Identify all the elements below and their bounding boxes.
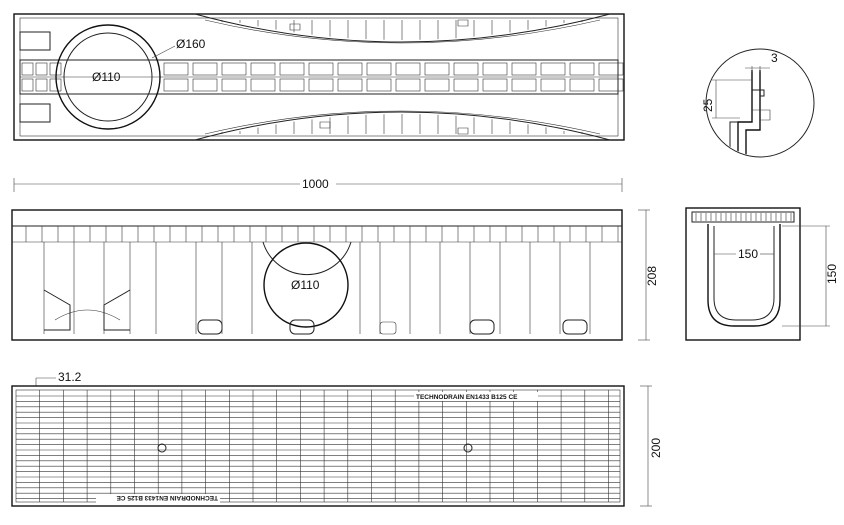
rib-cell (424, 78, 450, 92)
inner-width-label: 150 (738, 247, 758, 261)
rib-cell (21, 78, 34, 92)
detail-depth-label: 25 (701, 98, 715, 112)
end-grate-teeth (695, 213, 792, 221)
rib-cell (511, 62, 537, 76)
rib-cell (569, 78, 595, 92)
rib-cell (569, 62, 595, 76)
rib-cell (21, 62, 34, 76)
rib-cell (598, 78, 624, 92)
top-rib-cells (21, 20, 624, 134)
height-label: 208 (645, 266, 659, 286)
top-view: Ø160 Ø110 (13, 13, 625, 141)
rib-cell (337, 62, 363, 76)
grate-marking-bottom: TECHNODRAIN EN1433 B125 CE (116, 494, 218, 501)
rib-cell (192, 78, 218, 92)
rib-cell (511, 78, 537, 92)
rib-cell (192, 62, 218, 76)
side-view: Ø110 208 (11, 209, 659, 341)
rib-cell (395, 62, 421, 76)
rib-cell (395, 78, 421, 92)
rib-cell (366, 62, 392, 76)
lip-detail: 3 25 (701, 48, 815, 158)
rib-cell (482, 62, 508, 76)
rib-cell (163, 62, 189, 76)
grate-view: 31.2 TECHNODRAIN EN1433 B125 CE TECHNODR… (11, 370, 663, 507)
length-dimension: 1000 (13, 177, 623, 192)
inner-circle (63, 32, 153, 122)
rib-cell (279, 62, 305, 76)
rib-cell (424, 62, 450, 76)
grate-bolt-right (463, 443, 473, 453)
inner-diameter-side-label: Ø110 (291, 278, 320, 292)
rib-cell (250, 78, 276, 92)
rib-cell (221, 62, 247, 76)
rib-cell (250, 62, 276, 76)
rib-cell (366, 78, 392, 92)
rib-cell (598, 62, 624, 76)
grate-offset-label: 31.2 (58, 370, 82, 384)
rib-cell (337, 78, 363, 92)
rib-cell (221, 78, 247, 92)
rib-cell (308, 62, 334, 76)
rib-cell (453, 62, 479, 76)
inner-diameter-top-label: Ø110 (92, 70, 121, 84)
grate-bars (16, 390, 620, 502)
side-rib-cells (25, 226, 619, 334)
detail-thickness-label: 3 (771, 51, 778, 65)
rib-cell (163, 78, 189, 92)
inner-height-label: 150 (825, 264, 839, 284)
outer-diameter-label: Ø160 (176, 37, 206, 51)
end-view: 150 150 (685, 207, 839, 341)
rib-cell (540, 78, 566, 92)
outer-circle (55, 24, 161, 130)
length-label: 1000 (302, 177, 329, 191)
rib-cell (453, 78, 479, 92)
grate-marking-top: TECHNODRAIN EN1433 B125 CE (416, 394, 518, 401)
width-label: 200 (649, 438, 663, 458)
rib-cell (308, 78, 334, 92)
rib-cell (482, 78, 508, 92)
rib-cell (35, 78, 48, 92)
rib-cell (540, 62, 566, 76)
rib-cell (35, 62, 48, 76)
rib-cell (279, 78, 305, 92)
grate-bolt-left (157, 443, 167, 453)
side-outlet-circle (263, 242, 349, 328)
